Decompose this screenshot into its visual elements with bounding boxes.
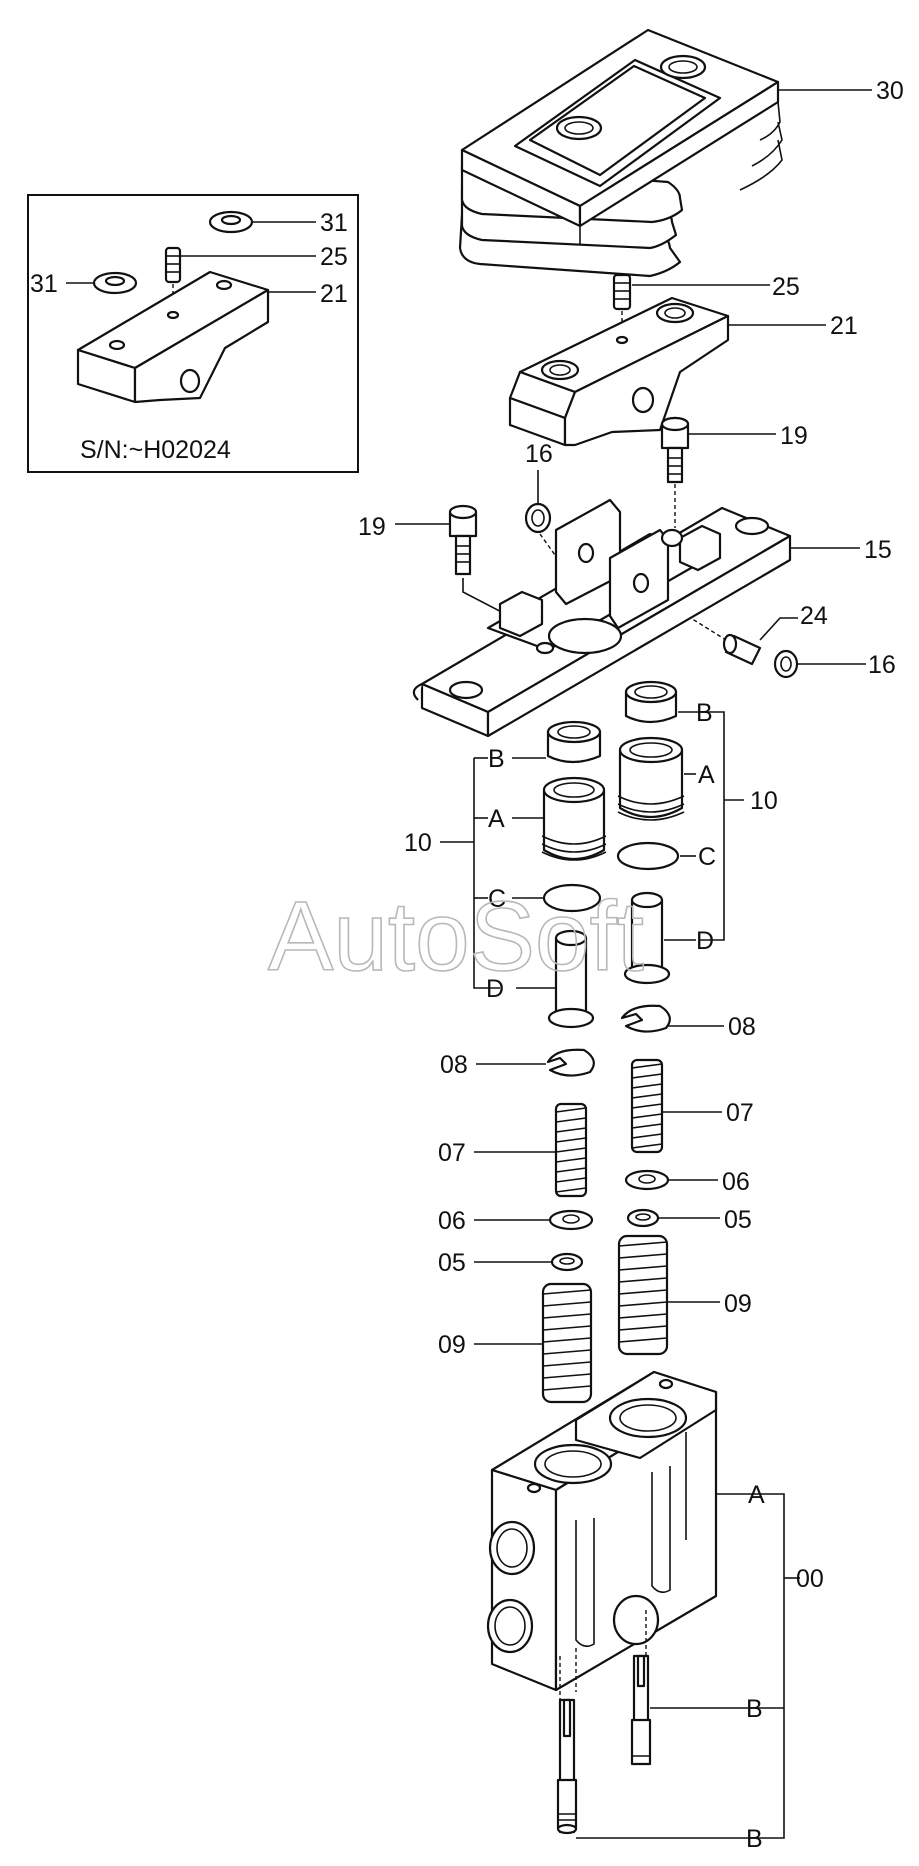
label-24: 24 [800, 602, 828, 630]
part-16-oring-right [773, 649, 799, 679]
label-16-right: 16 [868, 651, 896, 679]
right-stack-10 [616, 680, 685, 1356]
label-19-right: 19 [780, 422, 808, 450]
label-09-right: 09 [724, 1290, 752, 1318]
label-07-right: 07 [726, 1099, 754, 1127]
part-08-clip-left [546, 1048, 595, 1077]
label-31-inset-top: 31 [320, 209, 348, 237]
part-05-washer-right [626, 1208, 660, 1228]
part-07-spring-right [630, 1058, 664, 1154]
label-B-left: B [488, 745, 505, 773]
label-25-inset: 25 [320, 243, 348, 271]
part-10-D-left [547, 929, 595, 1029]
label-16-top: 16 [525, 440, 553, 468]
part-06-washer-right [624, 1169, 670, 1191]
part-19-bolt-left [448, 504, 541, 633]
label-05-left: 05 [438, 1249, 466, 1277]
label-00: 00 [796, 1565, 824, 1593]
label-30: 30 [876, 77, 904, 105]
part-09-spring-left [541, 1282, 593, 1404]
label-10-left: 10 [404, 829, 432, 857]
label-C-left: C [488, 885, 506, 913]
label-A-right: A [698, 761, 715, 789]
part-15-plate [412, 498, 792, 738]
part-00-B-spool-left [556, 1698, 578, 1835]
label-06-right: 06 [722, 1168, 750, 1196]
label-05-right: 05 [724, 1206, 752, 1234]
inset-box: 31 31 25 21 S/N:~H02024 [27, 194, 359, 473]
label-D-left: D [486, 975, 504, 1003]
watermark-text: AutoSoft [268, 881, 644, 991]
label-31-inset-left: 31 [30, 270, 58, 298]
label-08-left: 08 [440, 1051, 468, 1079]
part-10-D-right [623, 891, 671, 985]
part-00-valve-body [486, 1370, 718, 1700]
label-19-left: 19 [358, 513, 386, 541]
part-10-A-right [617, 736, 685, 821]
label-07-left: 07 [438, 1139, 466, 1167]
label-09-left: 09 [438, 1331, 466, 1359]
label-A-body: A [748, 1481, 765, 1509]
part-08-clip-right [620, 1004, 671, 1033]
label-B-right: B [696, 699, 713, 727]
part-24-pin [645, 589, 762, 666]
part-19-bolt-right [660, 416, 690, 528]
part-30-rubber-boot [458, 28, 783, 278]
label-B-spool-upper: B [746, 1695, 763, 1723]
part-10-C-right [616, 841, 680, 871]
serial-number-text: S/N:~H02024 [80, 436, 231, 464]
part-10-B-right [624, 680, 678, 724]
left-stack-10 [541, 720, 607, 1404]
label-B-spool-lower: B [746, 1825, 763, 1853]
part-21-block [508, 296, 730, 447]
label-06-left: 06 [438, 1207, 466, 1235]
label-25: 25 [772, 273, 800, 301]
part-00-B-spool-right [630, 1654, 652, 1766]
label-C-right: C [698, 843, 716, 871]
label-10-right: 10 [750, 787, 778, 815]
label-21-inset: 21 [320, 280, 348, 308]
part-25-setscrew [612, 273, 632, 338]
label-A-left: A [488, 805, 505, 833]
label-08-right: 08 [728, 1013, 756, 1041]
part-21-block-inset [76, 270, 270, 404]
label-15: 15 [864, 536, 892, 564]
label-D-right: D [696, 927, 714, 955]
part-10-B-left [546, 720, 602, 764]
part-07-spring-left [554, 1102, 588, 1198]
part-31-washer-left [92, 271, 138, 295]
part-10-A-left [541, 776, 607, 861]
part-31-washer-top [208, 210, 254, 234]
part-06-washer-left [548, 1209, 594, 1231]
label-21: 21 [830, 312, 858, 340]
part-09-spring-right [617, 1234, 669, 1356]
part-05-washer-left [550, 1252, 584, 1272]
